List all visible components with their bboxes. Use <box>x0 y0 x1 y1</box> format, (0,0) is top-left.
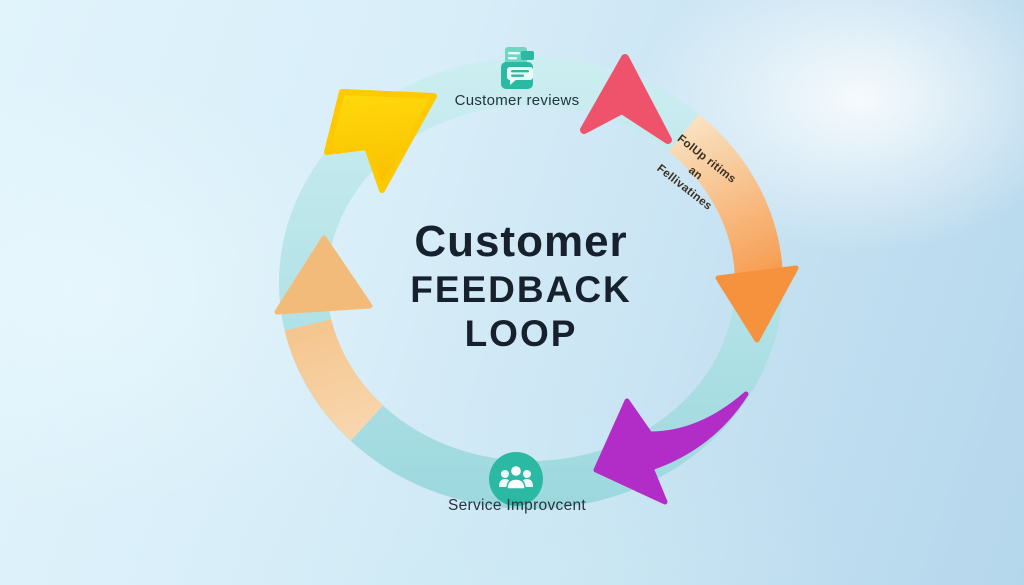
arrow-purple-southwest <box>593 391 749 505</box>
diagram-title-line1: Customer <box>414 217 628 266</box>
people-group-icon <box>489 452 543 506</box>
arrow-yellow-northeast <box>324 89 437 193</box>
service-improvement-label: Service Improvcent <box>447 497 587 514</box>
arrow-orange-band <box>668 114 783 275</box>
arrow-peach-up-head <box>274 235 373 315</box>
diagram-title-line3: LOOP <box>464 312 578 354</box>
arrow-peach-band <box>284 318 384 441</box>
review-document-icon <box>501 47 534 89</box>
diagram-title: Customer FEEDBACK LOOP <box>351 216 691 355</box>
arrow-orange-down-head <box>715 265 799 343</box>
customer-reviews-label: Customer reviews <box>454 92 580 109</box>
arrow-red-southeast <box>580 54 672 144</box>
diagram-title-line2: FEEDBACK <box>410 268 632 310</box>
